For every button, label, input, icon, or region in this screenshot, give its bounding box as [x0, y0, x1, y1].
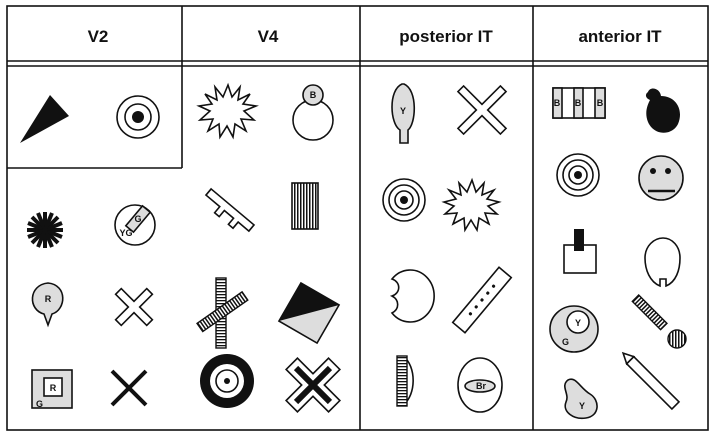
svg-text:B: B	[310, 90, 317, 100]
header-anterior-it: anterior IT	[578, 27, 662, 46]
svg-text:B: B	[554, 98, 561, 108]
br-eye-shape: Br	[457, 357, 503, 413]
key-shape	[204, 187, 256, 233]
black-ring-shape	[200, 354, 254, 408]
black-x-shape	[110, 369, 148, 407]
concentric-circle-shape	[556, 153, 600, 197]
svg-text:R: R	[45, 294, 52, 304]
outline-x-shape	[114, 287, 154, 327]
r-balloon-shape: R	[31, 282, 64, 328]
crescent-circle-shape	[389, 269, 435, 323]
svg-text:G: G	[134, 214, 141, 224]
table-frame	[6, 5, 709, 431]
pencil-shape	[621, 351, 681, 411]
svg-text:Y: Y	[400, 106, 406, 116]
svg-text:Y: Y	[575, 318, 581, 328]
black-blob-shape	[645, 88, 681, 133]
striped-stick-ball-shape	[631, 294, 687, 349]
header-v2: V2	[88, 27, 109, 46]
outline-x-shape	[456, 84, 508, 136]
black-starburst-shape	[27, 212, 63, 248]
b-circle-head-shape: B	[292, 84, 334, 141]
header-posterior-it: posterior IT	[399, 27, 493, 46]
square-with-bar-shape	[563, 229, 597, 274]
nested-square-shape: R G	[31, 369, 73, 409]
concentric-circle-shape	[382, 178, 426, 222]
lollipop-outline-shape	[644, 237, 681, 288]
outline-starburst-shape	[196, 82, 259, 140]
black-wedge-shape	[20, 95, 69, 143]
svg-text:G: G	[36, 399, 43, 409]
vertical-stripe-bar-shape	[291, 182, 319, 230]
svg-text:B: B	[597, 98, 604, 108]
svg-text:Br: Br	[476, 381, 486, 391]
striped-half-disc-shape	[396, 355, 414, 407]
neutral-face-shape	[638, 155, 684, 201]
double-outline-x-shape	[284, 356, 342, 414]
svg-text:R: R	[50, 383, 57, 393]
y-leaf-shape: Y	[391, 83, 416, 144]
yg-circle-shape: G YG	[114, 204, 156, 246]
striped-b-box-shape: B B B	[552, 87, 606, 119]
svg-text:YG: YG	[119, 228, 132, 238]
y-blob-shape: Y	[564, 378, 598, 420]
half-black-diamond-shape	[277, 281, 341, 345]
concentric-circle-shape	[116, 95, 160, 139]
svg-text:G: G	[562, 337, 569, 347]
crossed-striped-bars-shape	[196, 277, 249, 349]
dotted-bar-shape	[451, 266, 513, 334]
outline-starburst-shape	[441, 177, 502, 233]
gy-disc-shape: Y G	[549, 305, 599, 353]
header-v4: V4	[258, 27, 279, 46]
svg-text:B: B	[575, 98, 582, 108]
svg-text:Y: Y	[579, 401, 585, 411]
